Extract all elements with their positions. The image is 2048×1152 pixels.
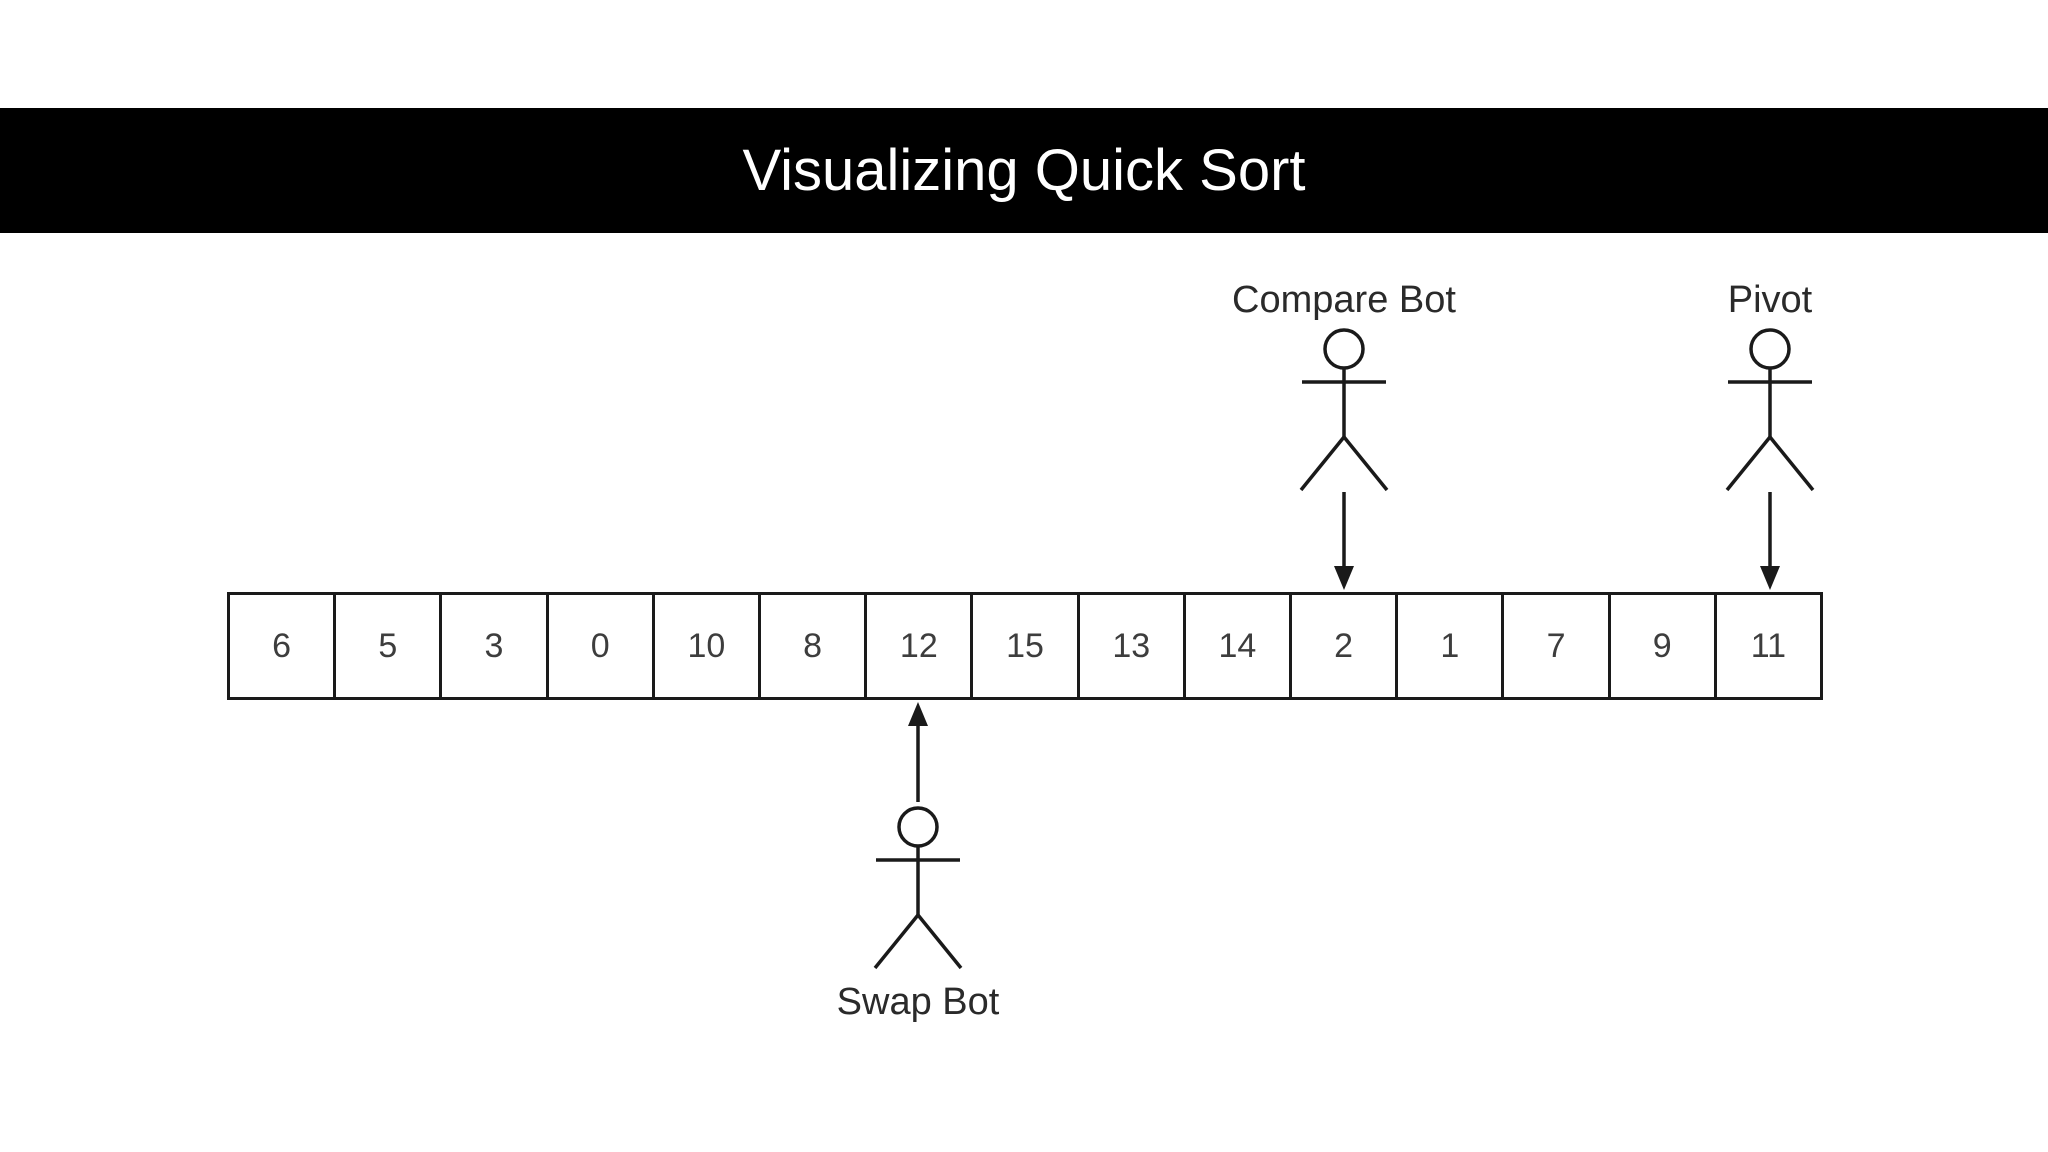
array-cell: 12 [867, 595, 974, 697]
array-cell: 1 [1398, 595, 1505, 697]
array-cell: 2 [1292, 595, 1399, 697]
swap-bot-arrow-up-icon [908, 702, 928, 802]
pivot-stick-figure-icon [1725, 328, 1815, 492]
compare-bot-arrow-down-icon [1334, 492, 1354, 590]
compare-bot-stick-figure-icon [1299, 328, 1389, 492]
figure-head [897, 806, 939, 848]
array-cell: 3 [442, 595, 549, 697]
array-strip: 6 5 3 0 10 8 12 15 13 14 2 1 7 9 11 [227, 592, 1823, 700]
array-cell: 11 [1750, 626, 1787, 665]
array-cell: 15 [973, 595, 1080, 697]
figure-head [1323, 328, 1365, 370]
figure-head [1749, 328, 1791, 370]
figure-left-leg [873, 913, 920, 970]
figure-right-leg [916, 913, 963, 970]
array-cell: 13 [1080, 595, 1186, 697]
swap-bot-stick-figure-icon [873, 806, 963, 970]
compare-bot-label: Compare Bot [1232, 279, 1456, 321]
pivot-arrow-down-icon [1760, 492, 1780, 590]
array-cell: 5 [336, 595, 443, 697]
array-cell: 8 [761, 595, 868, 697]
figure-left-leg [1299, 435, 1346, 492]
pivot-label: Pivot [1727, 279, 1813, 321]
array-cell: 6 [230, 595, 337, 697]
figure-left-leg [1725, 435, 1772, 492]
array-cell: 7 [1504, 595, 1611, 697]
array-cell: 9 [1611, 595, 1717, 697]
array-cell: 14 [1186, 595, 1293, 697]
swap-bot-label: Swap Bot [836, 981, 1000, 1023]
figure-right-leg [1342, 435, 1389, 492]
figure-right-leg [1768, 435, 1815, 492]
array-cell: 10 [655, 595, 762, 697]
title-bar: Visualizing Quick Sort [0, 108, 2048, 233]
array-cell: 0 [549, 595, 655, 697]
page-title: Visualizing Quick Sort [742, 138, 1306, 203]
